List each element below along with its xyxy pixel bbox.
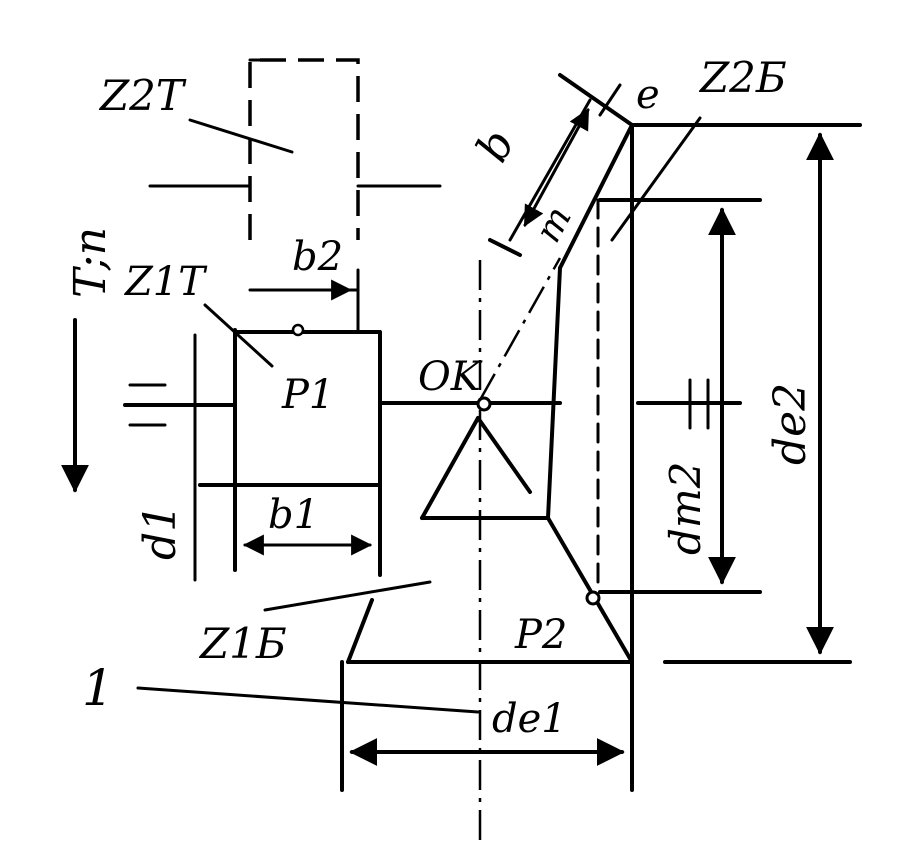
label-de1: de1	[492, 696, 567, 742]
label-b: b	[467, 121, 525, 170]
label-dm2: dm2	[661, 462, 710, 555]
label-d1: d1	[135, 504, 186, 560]
ok-point	[476, 396, 492, 412]
p1-point	[291, 323, 305, 337]
dimension-lines	[61, 108, 834, 766]
points	[291, 323, 601, 606]
label-ok: OK	[418, 354, 483, 400]
label-1: 1	[82, 659, 114, 717]
label-p1: P1	[281, 372, 334, 418]
label-z2b: Z2Б	[698, 53, 787, 102]
label-z2t: Z2T	[98, 71, 187, 120]
leader-lines	[136, 83, 702, 714]
spur-gear-block	[123, 328, 562, 582]
label-b2: b2	[292, 234, 343, 280]
dashed-gear-outline	[148, 58, 442, 240]
label-p2: P2	[514, 612, 567, 658]
label-z1t: Z1T	[123, 259, 208, 305]
p2-point	[585, 590, 601, 606]
label-z1b: Z1Б	[198, 619, 287, 668]
label-e: e	[636, 72, 660, 118]
label-tn: T;n	[65, 227, 116, 298]
label-de2: de2	[765, 383, 816, 465]
bevel-gear-outline	[340, 73, 742, 792]
center-lines	[478, 257, 562, 840]
label-b1: b1	[268, 492, 319, 538]
